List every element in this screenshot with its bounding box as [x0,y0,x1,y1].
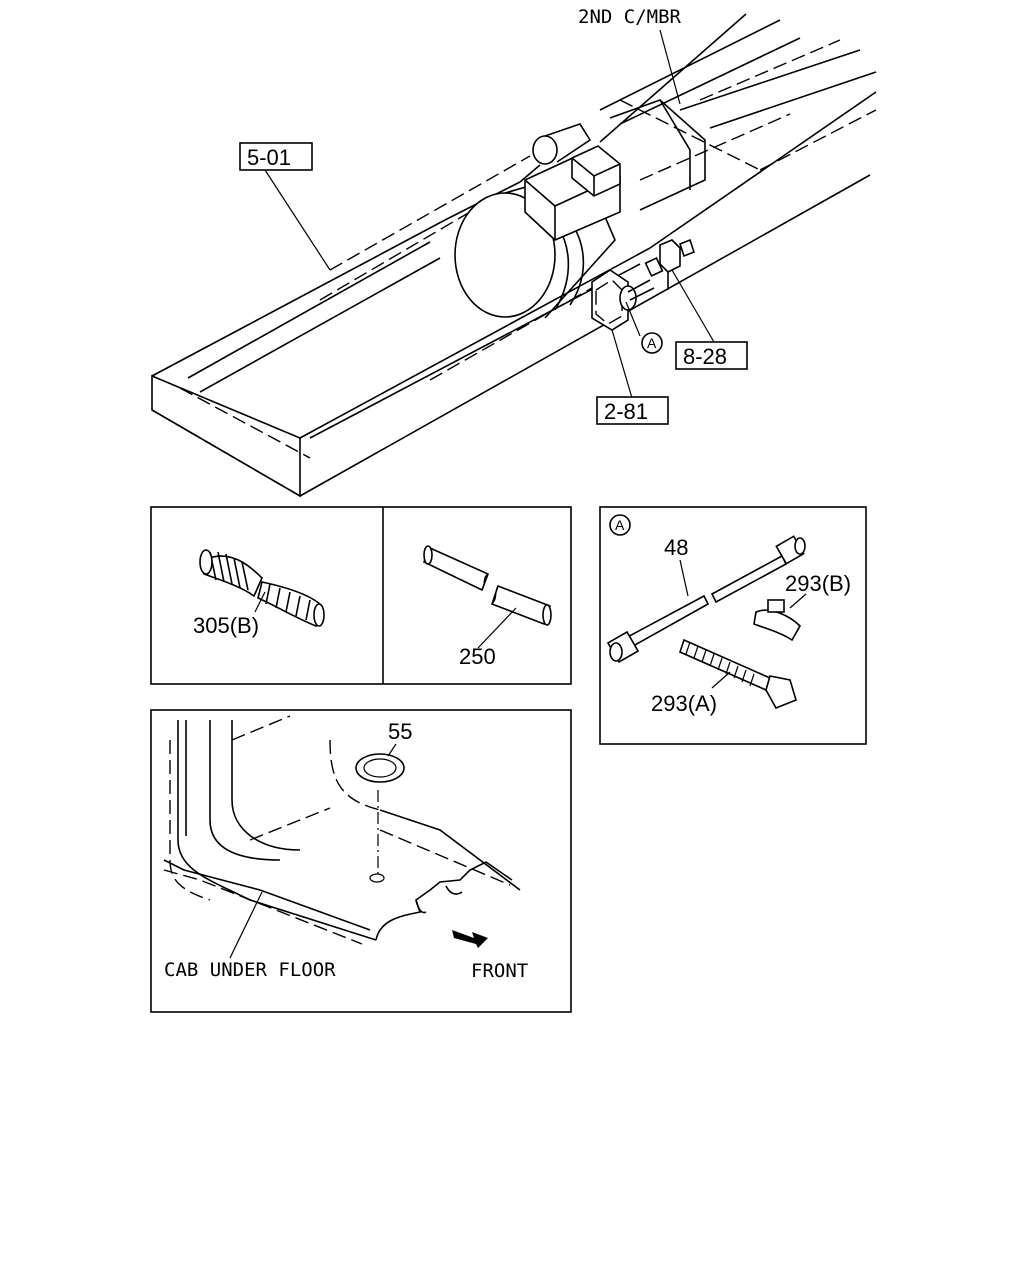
ref-box-8-28 [675,341,748,370]
front-arrow-icon [452,930,488,948]
plug-55 [355,743,405,883]
panel-a-marker: A [615,517,625,533]
chassis-frame-view: 2ND C/MBR 5-01 8-28 2-81 A [151,6,877,498]
part-48-label: 48 [664,535,688,560]
part-293b-label: 293(B) [785,571,851,596]
ref-label-8-28: 8-28 [683,344,727,369]
pipe-250 [422,545,552,649]
panel-cab-floor: 55 CAB UNDER FLOOR FRONT [150,709,572,1013]
ref-label-5-01: 5-01 [247,145,291,170]
front-label: FRONT [471,960,528,982]
cable-tie-293a [679,638,797,710]
part-55-label: 55 [388,719,412,744]
part-305b-label: 305(B) [193,613,259,638]
panel-fasteners: 305(B) 250 [150,506,572,685]
ref-label-2-81: 2-81 [604,399,648,424]
panel-detail-a: A 48 293(B) 293(A) [599,506,867,745]
ref-box-2-81 [596,396,669,425]
part-293a-label: 293(A) [651,691,717,716]
corrugated-tube-305b [199,549,325,628]
hose-48 [606,535,806,664]
callout-a-circle [641,332,663,354]
part-250-label: 250 [459,644,496,669]
cab-under-floor-label: CAB UNDER FLOOR [164,959,336,981]
label-2nd-cmbr: 2ND C/MBR [578,6,682,28]
callout-a-label: A [647,335,657,351]
clip-293b [753,593,807,642]
ref-box-5-01 [239,142,313,171]
